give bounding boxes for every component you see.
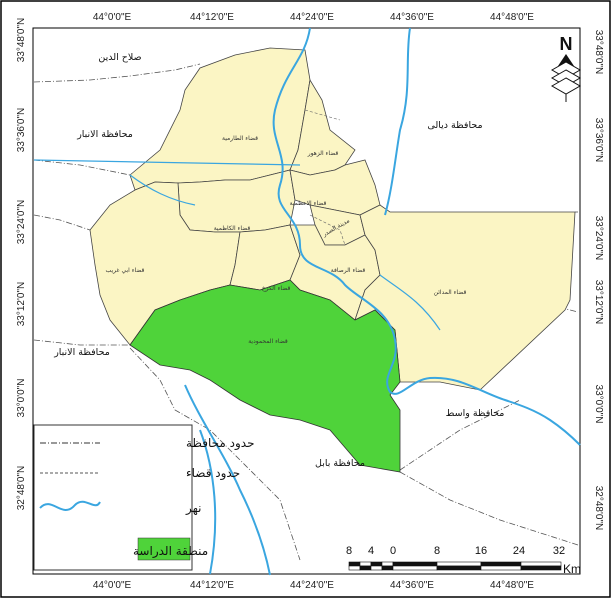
north-letter: N (560, 34, 573, 54)
label-wasit: محافظة واسط (446, 408, 505, 419)
tick-bottom-1: 44°12'0"E (190, 580, 234, 591)
label-mahmudiya: قضاء المحمودية (248, 338, 288, 345)
tick-right-1: 33°36'0"N (593, 118, 604, 163)
tick-right-3: 33°12'0"N (593, 280, 604, 325)
axis-bottom: 44°0'0"E 44°12'0"E 44°24'0"E 44°36'0"E 4… (93, 580, 534, 591)
river-tigris (272, 27, 581, 446)
tick-bottom-3: 44°36'0"E (390, 580, 434, 591)
label-adhamiya: قضاء الاعظمية (290, 200, 327, 207)
legend-study-label: منطقة الدراسة (133, 544, 208, 559)
river-canal (199, 429, 217, 575)
scale-label-0: 8 (346, 545, 352, 557)
tick-left-2: 33°24'0"N (16, 200, 27, 245)
label-karkh: قضاء الكرخ (262, 285, 291, 292)
tick-right-2: 33°24'0"N (593, 216, 604, 261)
tick-top-0: 44°0'0"E (93, 12, 132, 23)
scale-label-6: 32 (553, 545, 565, 557)
legend-district-label: حدود قضاء (186, 466, 240, 481)
study-area-mahmudiya (129, 279, 401, 473)
tick-right-4: 33°0'0"N (593, 385, 604, 424)
tick-top-4: 44°48'0"E (490, 12, 534, 23)
district-adhamiya (289, 159, 381, 216)
legend-river-symbol (39, 500, 101, 511)
compass-stack-icon (550, 61, 582, 102)
river-west (129, 174, 196, 206)
axis-top: 44°0'0"E 44°12'0"E 44°24'0"E 44°36'0"E 4… (93, 12, 534, 23)
tick-top-2: 44°24'0"E (290, 12, 334, 23)
label-rusafa: قضاء الرصافة (331, 267, 366, 274)
legend-study-symbol (137, 537, 191, 561)
label-madain: قضاء المدائن (434, 289, 467, 296)
scale-label-3: 8 (434, 545, 440, 557)
scale-label-4: 16 (475, 545, 487, 557)
label-anbar-south: محافظة الانبار (53, 347, 110, 358)
tick-top-1: 44°12'0"E (190, 12, 234, 23)
label-anbar-north: محافظة الانبار (76, 129, 133, 140)
scale-label-1: 4 (368, 545, 374, 557)
legend-river-label: نهر (185, 501, 202, 516)
districts (89, 47, 576, 391)
label-tarmiya: قضاء الطارمية (222, 135, 258, 142)
north-arrow-icon (558, 54, 574, 66)
district-borders (304, 109, 346, 246)
label-diyala: محافظة ديالى (427, 120, 482, 131)
tick-bottom-4: 44°48'0"E (490, 580, 534, 591)
tick-left-5: 32°48'0"N (16, 466, 27, 511)
tick-left-4: 33°0'0"N (16, 379, 27, 418)
river-euphrates-branch (184, 384, 271, 576)
rivers (33, 27, 581, 576)
scale-label-5: 24 (513, 545, 525, 557)
province-labels: صلاح الدين محافظة الانبار محافظة ديالى م… (53, 52, 504, 469)
label-babil: محافظة بابل (315, 458, 365, 469)
label-kadhimiya: قضاء الكاظمية (214, 225, 251, 232)
tick-right-0: 33°48'0"N (593, 30, 604, 75)
legend-province-label: حدود محافظة (186, 436, 255, 451)
tick-bottom-2: 44°24'0"E (290, 580, 334, 591)
tick-left-1: 33°36'0"N (16, 108, 27, 153)
tick-bottom-0: 44°0'0"E (93, 580, 132, 591)
tick-left-3: 33°12'0"N (16, 282, 27, 327)
river-diyala (384, 27, 411, 216)
tick-right-5: 32°48'0"N (593, 486, 604, 531)
label-abu-ghraib: قضاء ابي غريب (106, 267, 145, 274)
tick-left-0: 33°48'0"N (16, 18, 27, 63)
scale-label-2: 0 (390, 545, 396, 557)
scale-unit: Km (563, 562, 581, 576)
legend: حدود محافظة حدود قضاء نهر منطقة الدراسة (33, 424, 255, 571)
north-arrow: N (550, 34, 582, 102)
scale-bar: 8 4 0 8 16 24 32 Km (346, 545, 581, 576)
axis-left: 33°48'0"N 33°36'0"N 33°24'0"N 33°12'0"N … (16, 18, 27, 511)
label-rusafa-north: قضاء الزهور (307, 150, 339, 157)
tick-top-3: 44°36'0"E (390, 12, 434, 23)
axis-right: 33°48'0"N 33°36'0"N 33°24'0"N 33°12'0"N … (593, 30, 604, 531)
label-salah-aldin: صلاح الدين (98, 52, 141, 63)
